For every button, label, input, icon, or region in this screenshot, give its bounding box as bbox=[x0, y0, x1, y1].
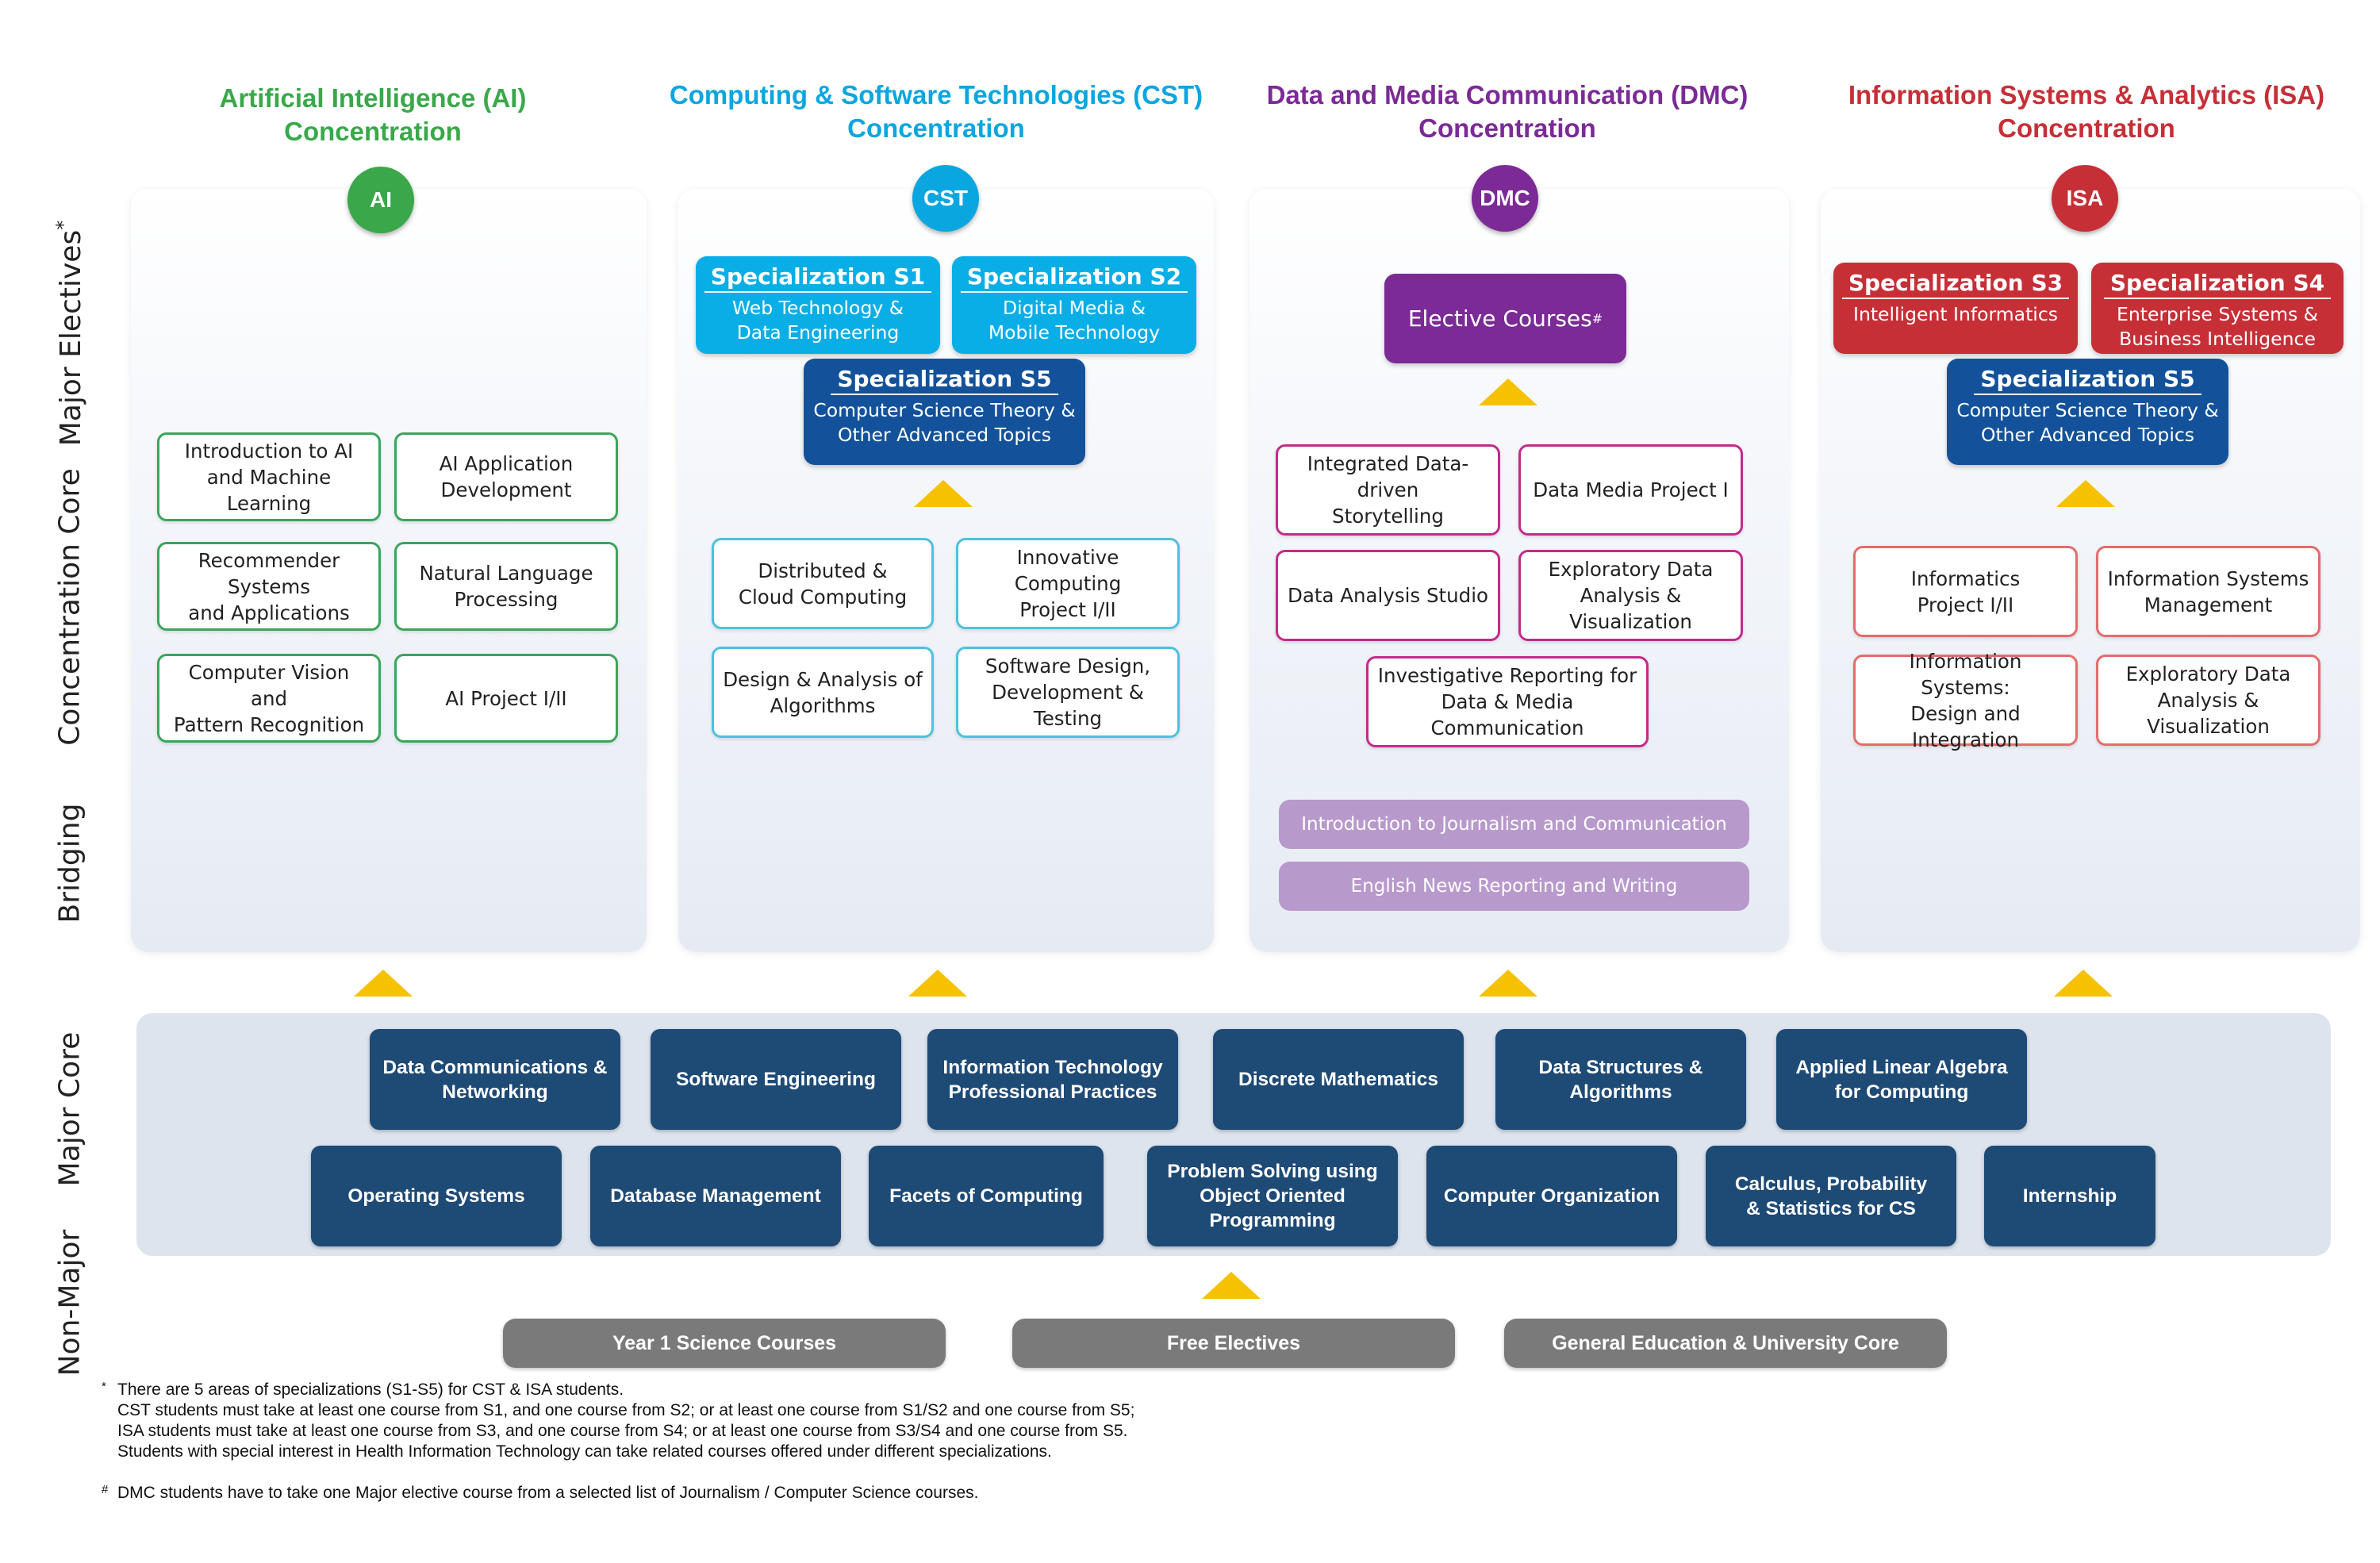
dmc-course[interactable]: Investigative Reporting for Data & Media… bbox=[1366, 656, 1649, 747]
ai-course[interactable]: AI Application Development bbox=[394, 432, 618, 521]
side-label-concentration-core: Concentration Core bbox=[53, 468, 86, 746]
non-major-course[interactable]: Free Electives bbox=[1012, 1319, 1455, 1368]
spec-description: Digital Media & Mobile Technology bbox=[988, 297, 1161, 344]
dmc-core-arrow bbox=[1479, 970, 1537, 997]
side-label-bridging: Bridging bbox=[53, 803, 86, 924]
cst-up-arrow bbox=[914, 480, 973, 507]
footnote-line: ISA students must take at least one cour… bbox=[117, 1422, 1128, 1440]
dmc-course[interactable]: Data Media Project I bbox=[1518, 444, 1743, 536]
spec-title: Specialization S4 bbox=[2103, 269, 2332, 299]
dmc-course[interactable]: Exploratory Data Analysis & Visualizatio… bbox=[1518, 550, 1743, 641]
cst-specialization-s1[interactable]: Specialization S1 Web Technology & Data … bbox=[696, 256, 940, 354]
footnote-line: There are 5 areas of specializations (S1… bbox=[117, 1381, 624, 1399]
cst-course[interactable]: Design & Analysis of Algorithms bbox=[712, 647, 934, 738]
isa-specialization-s3[interactable]: Specialization S3 Intelligent Informatic… bbox=[1833, 263, 2078, 354]
dmc-bridging-course[interactable]: English News Reporting and Writing bbox=[1279, 862, 1749, 911]
footnote-star-mark: * bbox=[102, 1380, 106, 1393]
dmc-course[interactable]: Integrated Data-driven Storytelling bbox=[1276, 444, 1500, 536]
ai-course[interactable]: Recommender Systems and Applications bbox=[157, 542, 381, 631]
cst-specialization-s2[interactable]: Specialization S2 Digital Media & Mobile… bbox=[952, 256, 1196, 354]
ai-course[interactable]: Introduction to AI and Machine Learning bbox=[157, 432, 381, 521]
footnote-line: CST students must take at least one cour… bbox=[117, 1401, 1135, 1419]
dmc-up-arrow bbox=[1479, 378, 1537, 405]
ai-core-arrow bbox=[354, 970, 413, 997]
spec-title: Specialization S3 bbox=[1841, 269, 2070, 299]
spec-description: Intelligent Informatics bbox=[1853, 303, 2058, 325]
cst-course[interactable]: Innovative Computing Project I/II bbox=[956, 538, 1180, 629]
side-label-major-electives: Major Electives* bbox=[52, 220, 87, 447]
non-major-arrow bbox=[1202, 1272, 1261, 1299]
major-core-course[interactable]: Computer Organization bbox=[1426, 1146, 1677, 1246]
elective-mark: # bbox=[1591, 311, 1603, 326]
dmc-bridging-course[interactable]: Introduction to Journalism and Communica… bbox=[1279, 800, 1749, 849]
cst-core-arrow bbox=[908, 970, 967, 997]
major-core-course[interactable]: Calculus, Probability & Statistics for C… bbox=[1706, 1146, 1956, 1246]
non-major-course[interactable]: Year 1 Science Courses bbox=[503, 1319, 946, 1368]
spec-description: Computer Science Theory & Other Advanced… bbox=[813, 399, 1076, 446]
spec-description: Enterprise Systems & Business Intelligen… bbox=[2116, 303, 2319, 350]
footnote-dmc: # DMC students have to take one Major el… bbox=[102, 1483, 979, 1503]
isa-specialization-s5[interactable]: Specialization S5 Computer Science Theor… bbox=[1947, 359, 2228, 465]
footnote-specializations: * There are 5 areas of specializations (… bbox=[102, 1380, 1135, 1462]
ai-course[interactable]: AI Project I/II bbox=[394, 654, 618, 743]
spec-title: Specialization S5 bbox=[1974, 365, 2202, 395]
major-core-course[interactable]: Software Engineering bbox=[651, 1029, 901, 1130]
footnote-line: Students with special interest in Health… bbox=[117, 1442, 1052, 1461]
major-core-course[interactable]: Data Communications & Networking bbox=[370, 1029, 620, 1130]
major-core-course[interactable]: Problem Solving using Object Oriented Pr… bbox=[1147, 1146, 1398, 1246]
isa-course[interactable]: Exploratory Data Analysis & Visualizatio… bbox=[2096, 655, 2320, 746]
cst-course[interactable]: Distributed & Cloud Computing bbox=[712, 538, 934, 629]
cst-concentration-title: Computing & Software Technologies (CST) … bbox=[669, 80, 1203, 143]
dmc-badge: DMC bbox=[1472, 165, 1538, 232]
major-core-course[interactable]: Data Structures & Algorithms bbox=[1495, 1029, 1746, 1130]
isa-up-arrow bbox=[2056, 480, 2115, 507]
isa-badge: ISA bbox=[2052, 165, 2118, 232]
non-major-course[interactable]: General Education & University Core bbox=[1504, 1319, 1947, 1368]
major-core-course[interactable]: Database Management bbox=[590, 1146, 841, 1246]
footnote-line: DMC students have to take one Major elec… bbox=[117, 1484, 979, 1502]
side-label-non-major: Non-Major bbox=[53, 1229, 86, 1377]
spec-description: Web Technology & Data Engineering bbox=[731, 297, 904, 344]
isa-course[interactable]: Informatics Project I/II bbox=[1853, 546, 2078, 637]
isa-core-arrow bbox=[2054, 970, 2113, 997]
spec-title: Specialization S1 bbox=[704, 263, 932, 293]
cst-course[interactable]: Software Design, Development & Testing bbox=[956, 647, 1180, 738]
isa-course[interactable]: Information Systems Management bbox=[2096, 546, 2320, 637]
ai-concentration-title: Artificial Intelligence (AI) Concentrati… bbox=[219, 83, 527, 146]
major-core-course[interactable]: Facets of Computing bbox=[869, 1146, 1104, 1246]
isa-course[interactable]: Information Systems: Design and Integrat… bbox=[1853, 650, 2078, 751]
ai-course[interactable]: Computer Vision and Pattern Recognition bbox=[157, 654, 381, 743]
major-core-course[interactable]: Applied Linear Algebra for Computing bbox=[1776, 1029, 2027, 1130]
ai-course[interactable]: Natural Language Processing bbox=[394, 542, 618, 631]
dmc-concentration-title: Data and Media Communication (DMC) Conce… bbox=[1266, 80, 1749, 143]
spec-title: Specialization S5 bbox=[831, 365, 1058, 395]
cst-badge: CST bbox=[912, 165, 979, 232]
major-core-course[interactable]: Internship bbox=[1984, 1146, 2155, 1246]
major-core-course[interactable]: Operating Systems bbox=[311, 1146, 562, 1246]
dmc-course[interactable]: Data Analysis Studio bbox=[1276, 550, 1500, 641]
spec-description: Computer Science Theory & Other Advanced… bbox=[1956, 399, 2219, 446]
footnote-hash-mark: # bbox=[102, 1483, 109, 1496]
major-core-course[interactable]: Discrete Mathematics bbox=[1213, 1029, 1464, 1130]
elective-label: Elective Courses bbox=[1407, 305, 1592, 332]
cst-specialization-s5[interactable]: Specialization S5 Computer Science Theor… bbox=[804, 359, 1085, 465]
isa-specialization-s4[interactable]: Specialization S4 Enterprise Systems & B… bbox=[2091, 263, 2344, 354]
major-core-course[interactable]: Information Technology Professional Prac… bbox=[927, 1029, 1178, 1130]
ai-badge: AI bbox=[347, 167, 414, 233]
isa-concentration-title: Information Systems & Analytics (ISA) Co… bbox=[1848, 80, 2325, 143]
spec-title: Specialization S2 bbox=[960, 263, 1188, 293]
side-label-major-core: Major Core bbox=[53, 1031, 86, 1187]
dmc-elective-courses[interactable]: Elective Courses# bbox=[1384, 274, 1626, 363]
